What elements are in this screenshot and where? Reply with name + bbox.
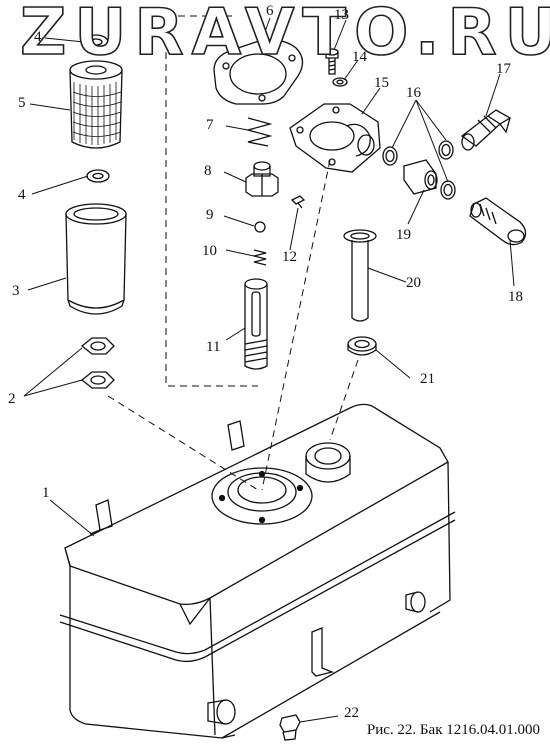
callout-19: 19 [396, 227, 411, 243]
callout-1: 1 [42, 485, 50, 501]
bolt [326, 49, 338, 74]
fuel-tank [60, 404, 455, 738]
callout-11: 11 [206, 339, 221, 355]
callout-12: 12 [282, 249, 297, 265]
assembly-lines [108, 16, 358, 490]
callout-20: 20 [406, 275, 421, 291]
callout-14: 14 [352, 49, 367, 65]
screw-small [292, 196, 304, 208]
callout-18: 18 [508, 289, 523, 305]
spring-large [248, 118, 270, 146]
washer-small [333, 78, 347, 86]
callout-22: 22 [344, 705, 359, 721]
callout-5: 5 [18, 95, 26, 111]
figure-caption: Рис. 22. Бак 1216.04.01.000 [366, 722, 540, 738]
spring-small [254, 250, 266, 265]
callout-4b: 4 [18, 187, 26, 203]
watermark-text: ZURAVTO.RU [19, 0, 550, 71]
drain-plug [280, 715, 300, 740]
grommet [348, 337, 376, 355]
callout-16: 16 [406, 85, 421, 101]
gasket [214, 40, 303, 104]
o-rings [383, 141, 455, 199]
filter-housing [66, 204, 126, 314]
leader-lines [24, 18, 514, 722]
callout-21: 21 [420, 371, 435, 387]
callout-2: 2 [8, 391, 16, 407]
banjo-fitting [470, 198, 526, 245]
callout-9: 9 [206, 207, 214, 223]
sight-tube [245, 279, 267, 369]
callout-4a: 4 [34, 29, 42, 45]
callout-6: 6 [266, 3, 274, 19]
callout-13: 13 [334, 7, 349, 23]
callout-8: 8 [204, 163, 212, 179]
nuts [82, 338, 114, 388]
callout-17: 17 [496, 61, 511, 77]
flange-housing [290, 104, 380, 172]
valve-body [246, 162, 278, 196]
callout-3: 3 [12, 283, 20, 299]
callout-10: 10 [202, 243, 217, 259]
intake-tube [344, 230, 376, 321]
check-ball [255, 222, 265, 232]
sleeve [404, 160, 437, 194]
fuel-sender [462, 110, 510, 150]
filter-element [70, 61, 122, 148]
callout-15: 15 [374, 75, 389, 91]
callout-7: 7 [206, 117, 214, 133]
